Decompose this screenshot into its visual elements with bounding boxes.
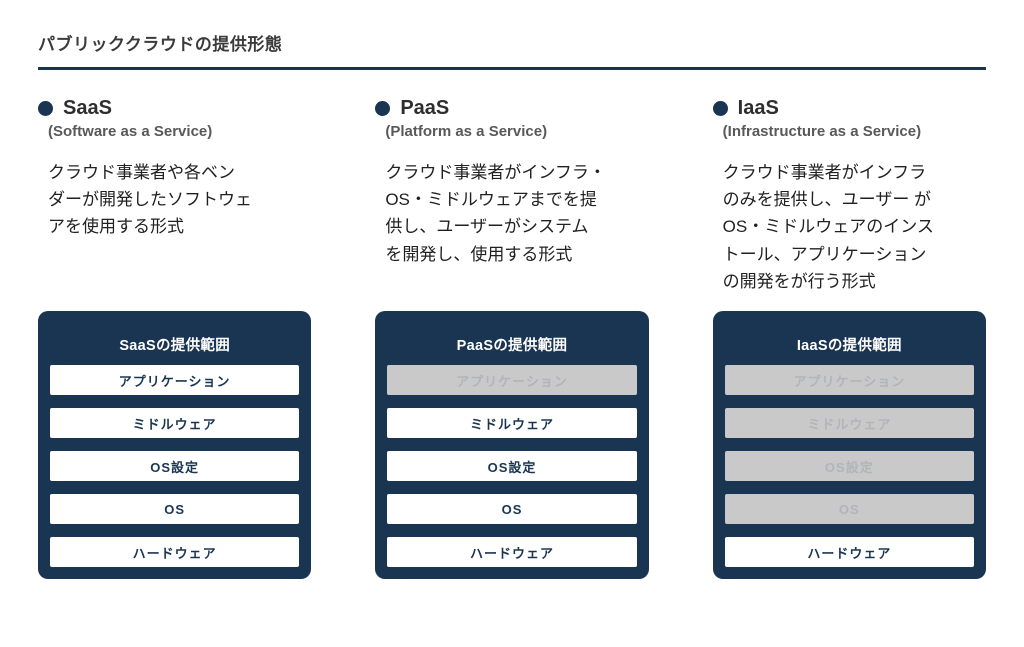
iaas-scope-box: IaaSの提供範囲 アプリケーション ミドルウェア OS設定 OS ハードウェア — [712, 311, 986, 579]
layer-os-settings: OS設定 — [387, 451, 637, 481]
saas-layers: アプリケーション ミドルウェア OS設定 OS ハードウェア — [50, 365, 300, 567]
saas-heading: SaaS — [38, 97, 311, 120]
bullet-icon — [712, 101, 728, 116]
paas-heading: PaaS — [375, 97, 648, 120]
saas-scope-title: SaaSの提供範囲 — [119, 337, 230, 354]
header-divider — [38, 67, 986, 70]
layer-os-settings: OS設定 — [50, 451, 300, 481]
saas-subtitle: (Software as a Service) — [48, 123, 213, 140]
layer-application: アプリケーション — [724, 365, 974, 395]
bullet-icon — [38, 101, 53, 116]
layer-os: OS — [387, 494, 637, 524]
paas-subtitle: (Platform as a Service) — [385, 123, 548, 140]
layer-os: OS — [50, 494, 300, 524]
iaas-layers: アプリケーション ミドルウェア OS設定 OS ハードウェア — [724, 365, 974, 567]
paas-scope-title: PaaSの提供範囲 — [456, 337, 568, 354]
page-header: パブリッククラウドの提供形態 — [38, 30, 986, 70]
column-paas: PaaS (Platform as a Service) クラウド事業者がインフ… — [375, 97, 649, 579]
paas-name: PaaS — [400, 97, 450, 119]
iaas-subtitle: (Infrastructure as a Service) — [722, 123, 922, 140]
iaas-heading: IaaS — [712, 97, 986, 120]
page-title: パブリッククラウドの提供形態 — [38, 35, 283, 54]
bullet-icon — [375, 101, 391, 116]
layer-hardware: ハードウェア — [724, 537, 974, 567]
iaas-name: IaaS — [737, 97, 779, 119]
paas-description: クラウド事業者がインフラ・ OS・ミドルウェアまでを提 供し、ユーザーがシステム… — [385, 163, 606, 264]
service-model-columns: SaaS (Software as a Service) クラウド事業者や各ベン… — [38, 97, 986, 579]
layer-middleware: ミドルウェア — [387, 408, 637, 438]
layer-application: アプリケーション — [387, 365, 637, 395]
layer-middleware: ミドルウェア — [50, 408, 300, 438]
layer-hardware: ハードウェア — [387, 537, 637, 567]
saas-scope-box: SaaSの提供範囲 アプリケーション ミドルウェア OS設定 OS ハードウェア — [38, 311, 312, 579]
column-saas: SaaS (Software as a Service) クラウド事業者や各ベン… — [38, 97, 312, 579]
layer-os-settings: OS設定 — [724, 451, 974, 481]
layer-os: OS — [724, 494, 974, 524]
layer-middleware: ミドルウェア — [724, 408, 974, 438]
layer-hardware: ハードウェア — [50, 537, 300, 567]
iaas-scope-title: IaaSの提供範囲 — [796, 337, 902, 354]
column-iaas: IaaS (Infrastructure as a Service) クラウド事… — [712, 97, 986, 579]
saas-name: SaaS — [63, 97, 112, 119]
infographic-cloud-service-models: パブリッククラウドの提供形態 SaaS (Software as a Servi… — [0, 30, 1024, 647]
iaas-description: クラウド事業者がインフラ のみを提供し、ユーザー が OS・ミドルウェアのインス… — [722, 163, 934, 291]
layer-application: アプリケーション — [50, 365, 300, 395]
paas-scope-box: PaaSの提供範囲 アプリケーション ミドルウェア OS設定 OS ハードウェア — [375, 311, 649, 579]
saas-description: クラウド事業者や各ベン ダーが開発したソフトウェ アを使用する形式 — [48, 163, 252, 237]
paas-layers: アプリケーション ミドルウェア OS設定 OS ハードウェア — [387, 365, 637, 567]
